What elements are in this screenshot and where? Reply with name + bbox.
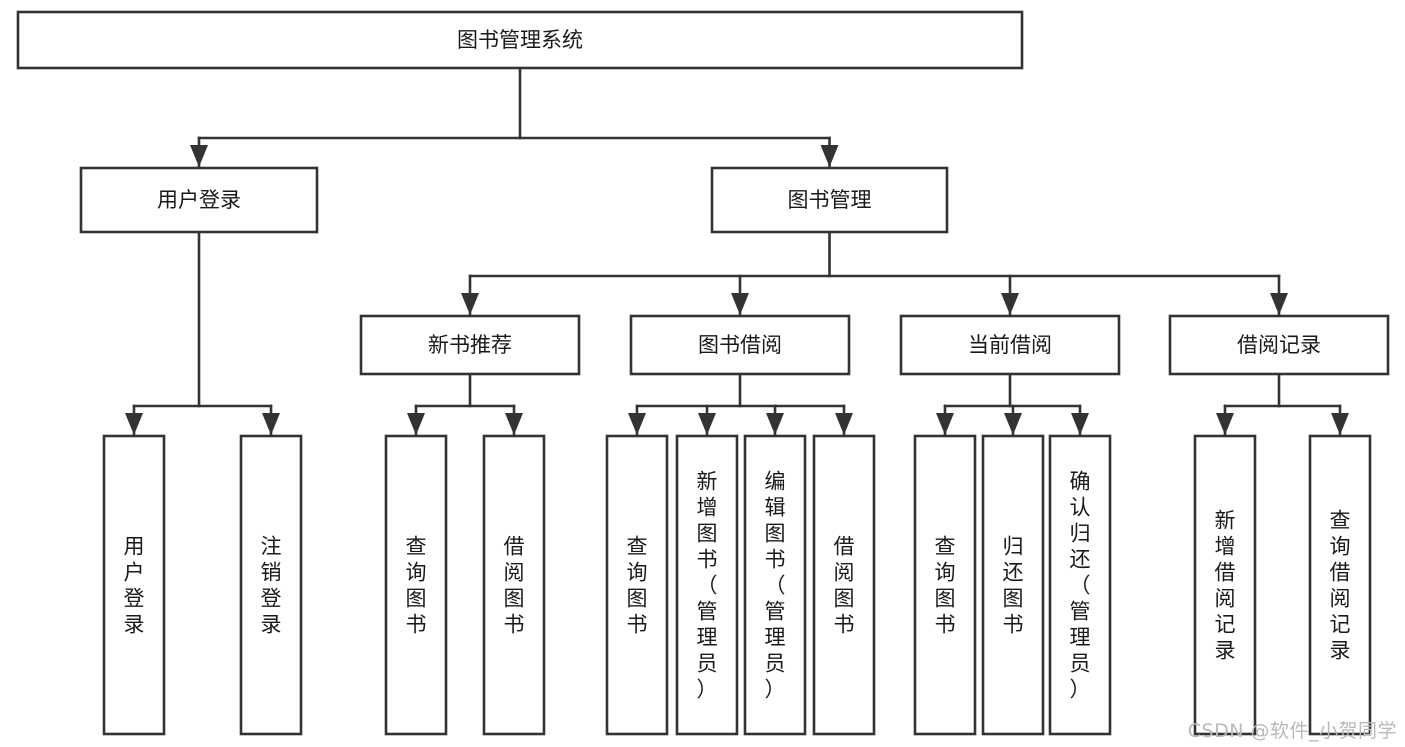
node-new-book-recommend-label: 新书推荐 bbox=[428, 333, 512, 357]
node-leaf-add-record[interactable]: 新增借阅记录 bbox=[1193, 434, 1257, 736]
arrow-head-icon-leaf-query-book-2 bbox=[628, 413, 646, 435]
node-leaf-borrow-book-1[interactable]: 借阅图书 bbox=[482, 434, 546, 736]
nodes-layer: 图书管理系统用户登录图书管理新书推荐图书借阅当前借阅借阅记录用户登录注销登录查询… bbox=[16, 10, 1390, 736]
arrow-head-icon-leaf-add-book bbox=[698, 413, 716, 435]
node-leaf-return-book-label: 归还图书 bbox=[1003, 534, 1024, 636]
node-book-borrow[interactable]: 图书借阅 bbox=[629, 314, 851, 376]
node-leaf-user-login-label: 用户登录 bbox=[124, 534, 145, 636]
watermark-text: CSDN @软件_小贺同学 bbox=[1187, 720, 1397, 742]
node-leaf-edit-book[interactable]: 编辑图书（管理员） bbox=[743, 434, 807, 736]
node-leaf-query-book-2-label: 查询图书 bbox=[627, 534, 648, 636]
node-new-book-recommend[interactable]: 新书推荐 bbox=[359, 314, 581, 376]
arrow-head-icon-user-login bbox=[190, 145, 208, 167]
node-root-rect[interactable] bbox=[16, 10, 1024, 70]
node-leaf-return-book-rect[interactable] bbox=[981, 434, 1045, 736]
node-leaf-confirm-return-rect[interactable] bbox=[1048, 434, 1112, 736]
node-leaf-logout-rect[interactable] bbox=[239, 434, 303, 736]
arrow-head-icon-leaf-query-book-3 bbox=[936, 413, 954, 435]
node-book-manage-label: 图书管理 bbox=[788, 188, 872, 212]
node-leaf-logout[interactable]: 注销登录 bbox=[239, 434, 303, 736]
node-leaf-query-book-3[interactable]: 查询图书 bbox=[913, 434, 977, 736]
arrow-head-icon-new-book-recommend bbox=[461, 293, 479, 315]
node-leaf-borrow-book-1-rect[interactable] bbox=[482, 434, 546, 736]
node-book-manage-rect[interactable] bbox=[710, 166, 949, 234]
arrow-head-icon-leaf-return-book bbox=[1004, 413, 1022, 435]
node-borrow-record-rect[interactable] bbox=[1168, 314, 1390, 376]
node-leaf-query-record[interactable]: 查询借阅记录 bbox=[1308, 434, 1372, 736]
arrow-head-icon-leaf-query-record bbox=[1331, 413, 1349, 435]
node-leaf-edit-book-rect[interactable] bbox=[743, 434, 807, 736]
arrow-head-icon-leaf-borrow-book-2 bbox=[835, 413, 853, 435]
arrow-head-icon-leaf-add-record bbox=[1216, 413, 1234, 435]
node-leaf-confirm-return[interactable]: 确认归还（管理员） bbox=[1048, 434, 1112, 736]
arrow-head-icon-leaf-edit-book bbox=[766, 413, 784, 435]
node-user-login-rect[interactable] bbox=[79, 166, 319, 234]
node-leaf-return-book[interactable]: 归还图书 bbox=[981, 434, 1045, 736]
node-leaf-borrow-book-2-label: 借阅图书 bbox=[834, 534, 855, 636]
node-user-login-label: 用户登录 bbox=[157, 188, 241, 212]
arrow-head-icon-borrow-record bbox=[1270, 293, 1288, 315]
node-current-borrow-label: 当前借阅 bbox=[968, 333, 1052, 357]
node-leaf-add-book[interactable]: 新增图书（管理员） bbox=[675, 434, 739, 736]
node-leaf-query-book-3-label: 查询图书 bbox=[935, 534, 956, 636]
node-borrow-record-label: 借阅记录 bbox=[1237, 333, 1321, 357]
node-leaf-query-record-rect[interactable] bbox=[1308, 434, 1372, 736]
node-book-borrow-label: 图书借阅 bbox=[698, 333, 782, 357]
node-leaf-user-login[interactable]: 用户登录 bbox=[102, 434, 166, 736]
node-current-borrow-rect[interactable] bbox=[899, 314, 1121, 376]
arrow-head-icon-current-borrow bbox=[1001, 293, 1019, 315]
arrow-head-icon-leaf-borrow-book-1 bbox=[505, 413, 523, 435]
arrow-head-icon-book-borrow bbox=[731, 293, 749, 315]
arrow-head-icon-leaf-logout bbox=[262, 413, 280, 435]
node-new-book-recommend-rect[interactable] bbox=[359, 314, 581, 376]
node-leaf-query-book-2[interactable]: 查询图书 bbox=[605, 434, 669, 736]
node-leaf-edit-book-label: 编辑图书（管理员） bbox=[765, 469, 786, 701]
node-leaf-query-book-2-rect[interactable] bbox=[605, 434, 669, 736]
node-leaf-add-record-rect[interactable] bbox=[1193, 434, 1257, 736]
arrow-head-icon-leaf-confirm-return bbox=[1071, 413, 1089, 435]
connectors-layer bbox=[125, 66, 1349, 436]
arrow-head-icon-book-manage bbox=[820, 145, 839, 167]
node-root-label: 图书管理系统 bbox=[457, 28, 583, 52]
node-leaf-user-login-rect[interactable] bbox=[102, 434, 166, 736]
arrow-head-icon-leaf-query-book-1 bbox=[407, 413, 425, 435]
node-leaf-query-book-1-rect[interactable] bbox=[384, 434, 448, 736]
node-root[interactable]: 图书管理系统 bbox=[16, 10, 1024, 70]
node-leaf-logout-label: 注销登录 bbox=[261, 534, 282, 636]
node-leaf-query-book-3-rect[interactable] bbox=[913, 434, 977, 736]
node-leaf-query-book-1-label: 查询图书 bbox=[406, 534, 427, 636]
node-book-manage[interactable]: 图书管理 bbox=[710, 166, 949, 234]
node-leaf-add-book-rect[interactable] bbox=[675, 434, 739, 736]
node-leaf-query-record-label: 查询借阅记录 bbox=[1330, 508, 1351, 662]
node-leaf-borrow-book-2[interactable]: 借阅图书 bbox=[812, 434, 876, 736]
node-leaf-confirm-return-label: 确认归还（管理员） bbox=[1070, 469, 1091, 701]
node-leaf-add-book-label: 新增图书（管理员） bbox=[697, 469, 718, 701]
node-borrow-record[interactable]: 借阅记录 bbox=[1168, 314, 1390, 376]
node-leaf-add-record-label: 新增借阅记录 bbox=[1215, 508, 1236, 662]
node-leaf-borrow-book-2-rect[interactable] bbox=[812, 434, 876, 736]
node-user-login[interactable]: 用户登录 bbox=[79, 166, 319, 234]
arrow-head-icon-leaf-user-login bbox=[125, 413, 143, 435]
node-leaf-query-book-1[interactable]: 查询图书 bbox=[384, 434, 448, 736]
node-leaf-borrow-book-1-label: 借阅图书 bbox=[504, 534, 525, 636]
node-book-borrow-rect[interactable] bbox=[629, 314, 851, 376]
node-current-borrow[interactable]: 当前借阅 bbox=[899, 314, 1121, 376]
